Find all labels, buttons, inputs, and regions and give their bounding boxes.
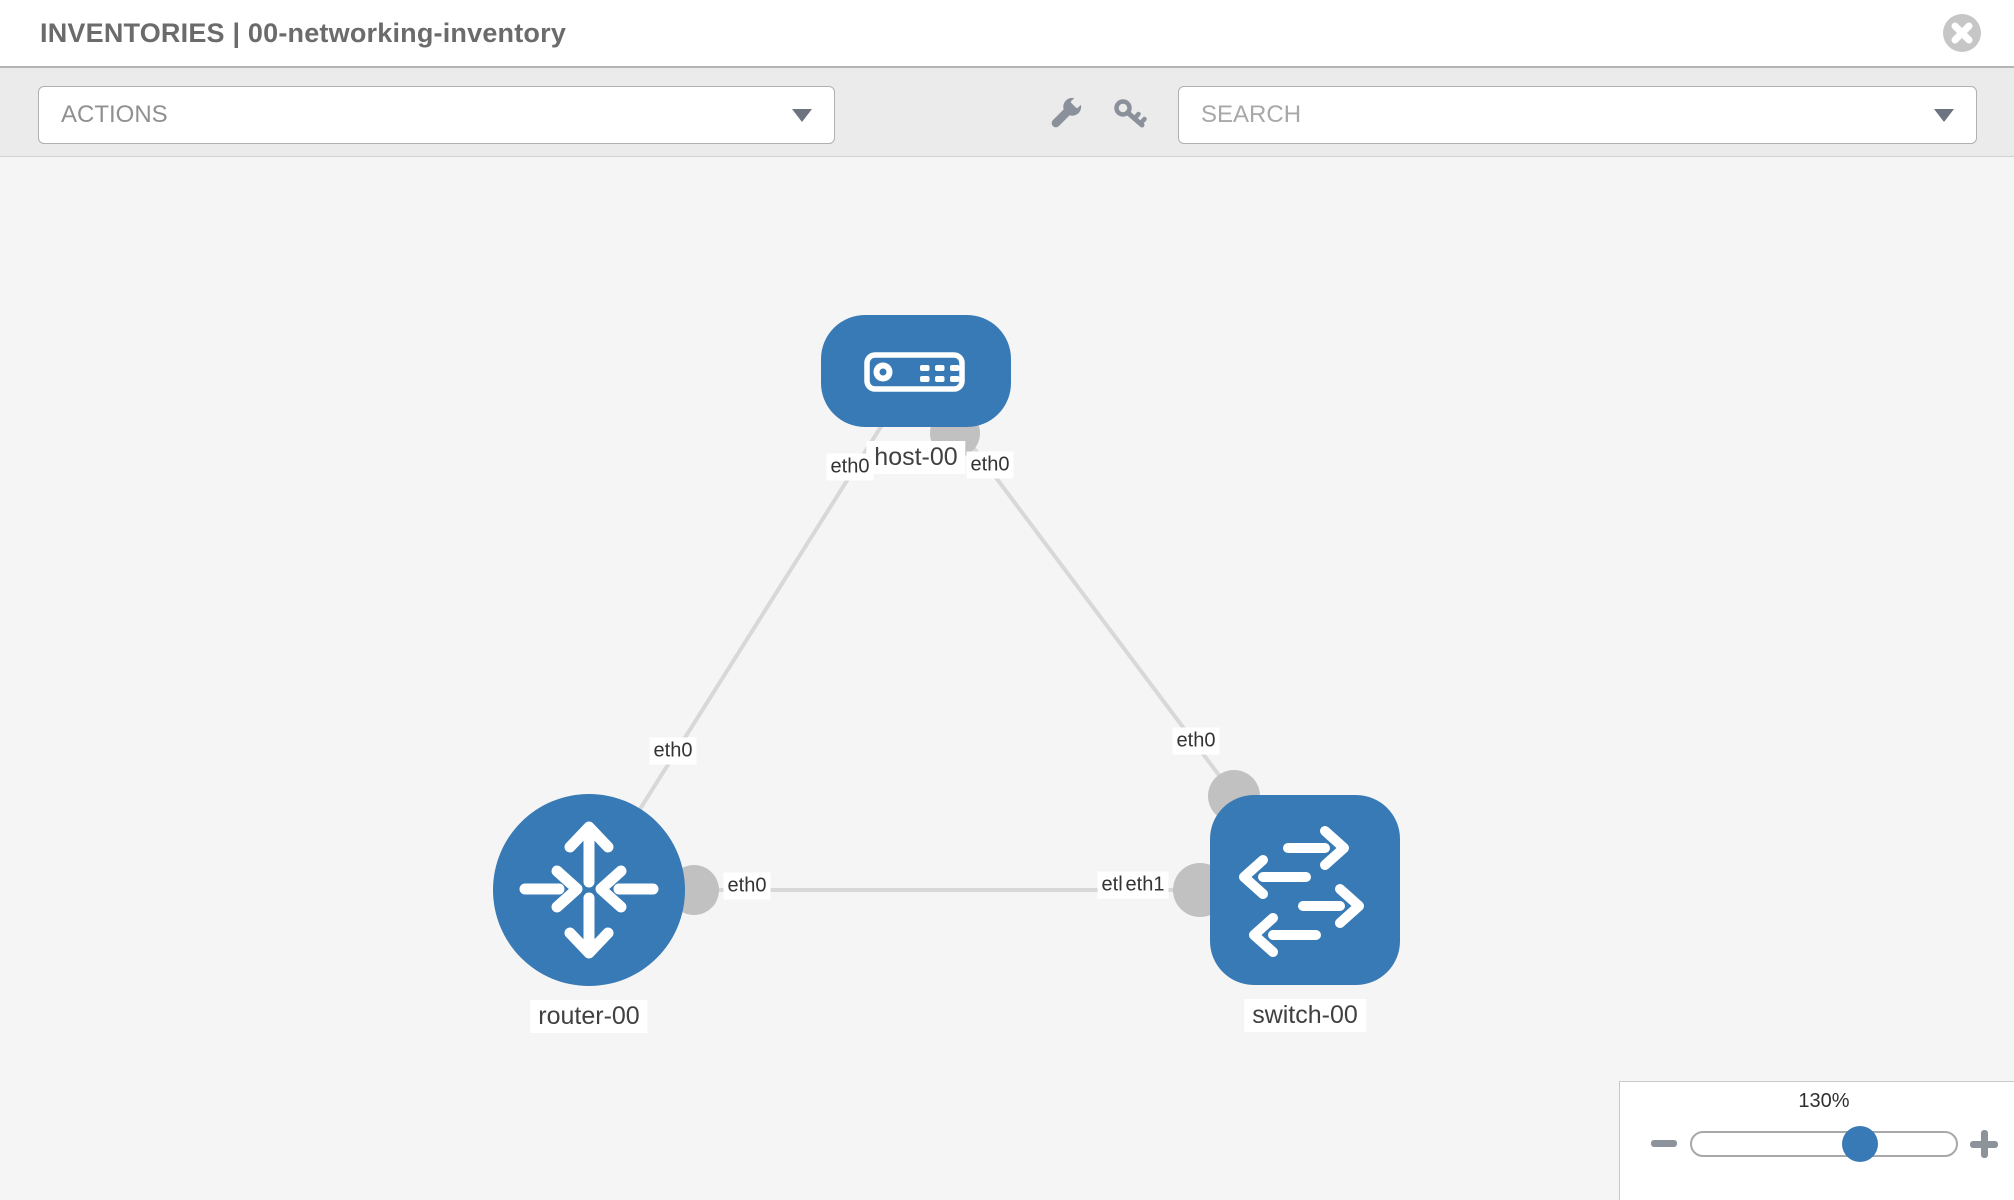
search-dropdown[interactable] (1178, 86, 1977, 144)
header: INVENTORIES | 00-networking-inventory (0, 0, 2014, 68)
node-label: switch-00 (1244, 999, 1366, 1032)
interface-label: eth0 (649, 737, 697, 765)
search-input[interactable] (1201, 101, 1924, 129)
zoom-slider-thumb[interactable] (1842, 1126, 1879, 1162)
topology-canvas[interactable]: host-00 router-00 switch-00 130% eth0 eth… (0, 157, 2014, 1200)
interface-label: eth1 (1121, 871, 1169, 899)
node-switch-00[interactable]: switch-00 (1210, 795, 1400, 1032)
interface-label: eth0 (723, 872, 771, 900)
zoom-panel: 130% (1619, 1081, 2014, 1200)
node-label: host-00 (866, 441, 966, 474)
interface-label: eth0 (1172, 727, 1220, 755)
page-title: INVENTORIES | 00-networking-inventory (40, 18, 567, 48)
zoom-out-button[interactable] (1651, 1140, 1677, 1147)
chevron-down-icon (792, 109, 812, 122)
host-icon (864, 352, 965, 392)
toolbar: ACTIONS (0, 68, 2014, 157)
key-icon[interactable] (1112, 98, 1152, 134)
switch-icon (1239, 826, 1364, 957)
zoom-in-button[interactable] (1970, 1130, 1998, 1158)
node-label: router-00 (530, 1000, 648, 1033)
interface-label: eth0 (826, 453, 874, 481)
node-host-00[interactable]: host-00 (821, 315, 1011, 474)
node-router-00[interactable]: router-00 (493, 794, 685, 1033)
interface-label: eth0 (966, 451, 1014, 479)
close-icon (1951, 22, 1973, 44)
actions-dropdown-label: ACTIONS (61, 101, 168, 128)
chevron-down-icon (1934, 109, 1954, 122)
close-button[interactable] (1943, 14, 1981, 52)
zoom-slider[interactable] (1690, 1126, 1958, 1162)
router-icon (519, 821, 659, 959)
wrench-icon[interactable] (1046, 91, 1088, 133)
actions-dropdown[interactable]: ACTIONS (38, 86, 835, 144)
links-layer (587, 369, 1307, 917)
zoom-level: 130% (1798, 1090, 1850, 1112)
